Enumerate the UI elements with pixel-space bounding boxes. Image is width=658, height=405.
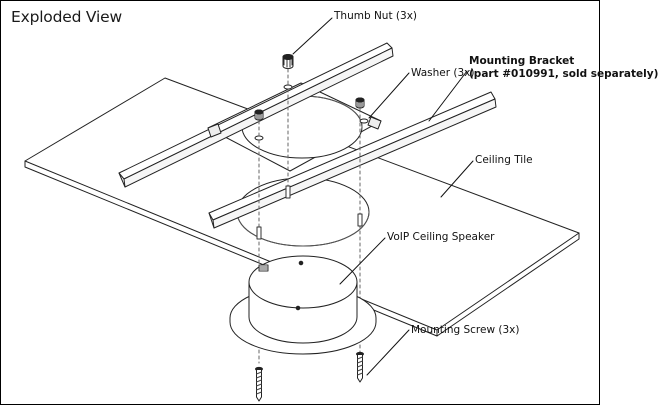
voip-ceiling-speaker (229, 255, 377, 355)
diagram-title: Exploded View (11, 8, 122, 26)
mounting-screws (255, 351, 364, 402)
leader-thumb-nut (292, 17, 333, 55)
thumb-nut (282, 54, 294, 69)
mounting-screw (255, 366, 263, 402)
leader-mounting-screw (366, 329, 410, 376)
leader-mounting-bracket (428, 70, 468, 122)
label-ceiling-tile: Ceiling Tile (475, 154, 533, 166)
label-mounting-bracket-line2: (part #010991, sold separately) (469, 68, 658, 80)
label-mounting-screw: Mounting Screw (3x) (411, 324, 520, 336)
mounting-screw (356, 351, 364, 383)
thumb-nuts (254, 54, 365, 121)
exploded-view-drawing (24, 17, 580, 402)
label-washer: Washer (3x) (411, 67, 475, 79)
leader-washer (368, 72, 410, 119)
washer (283, 84, 293, 90)
leader-voip-speaker (339, 237, 386, 285)
leader-ceiling-tile (440, 160, 474, 198)
washer (359, 118, 369, 124)
thumb-nut (355, 97, 365, 109)
thumb-nut (254, 109, 264, 121)
speaker-studs (256, 185, 363, 240)
label-mounting-bracket: Mounting Bracket (part #010991, sold sep… (469, 55, 658, 81)
label-voip-speaker: VoIP Ceiling Speaker (387, 231, 495, 243)
leader-lines (292, 17, 474, 376)
label-thumb-nut: Thumb Nut (3x) (334, 10, 418, 22)
label-mounting-bracket-line1: Mounting Bracket (469, 55, 575, 67)
washer (254, 135, 264, 141)
